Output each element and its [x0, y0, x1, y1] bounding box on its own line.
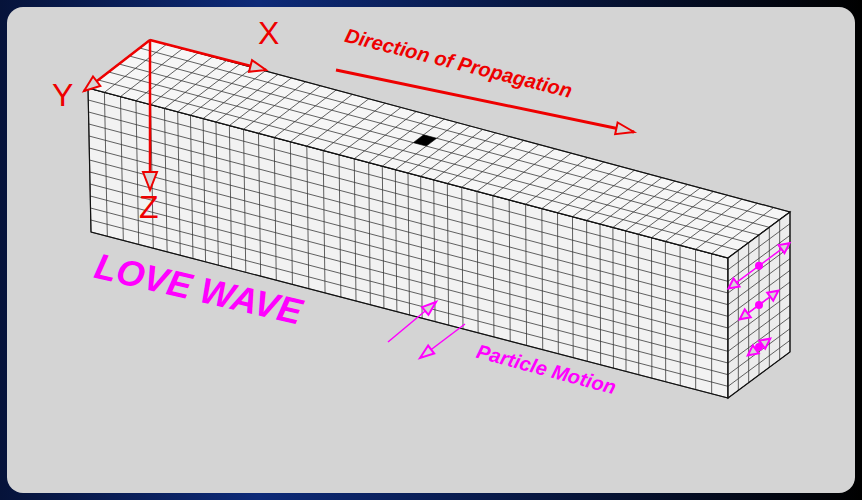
wave-title: LOVE WAVE [91, 246, 306, 332]
grid-line [728, 340, 790, 386]
grid-line [119, 64, 759, 235]
grid-line [728, 270, 790, 316]
arrow-shaft [748, 339, 770, 356]
end-face [728, 212, 790, 398]
end-face-fill [728, 212, 790, 398]
marked-cell [413, 135, 436, 146]
axis-label: X [258, 16, 279, 51]
arrow-shaft [420, 324, 465, 358]
arrow-head [422, 302, 436, 315]
arrow-head [84, 76, 100, 91]
top-face-fill [88, 40, 790, 258]
arrow-head [143, 172, 157, 190]
grid-line [91, 220, 728, 386]
particle-dot [755, 262, 763, 270]
grid-line [728, 305, 790, 351]
arrow-shaft [150, 40, 266, 70]
arrow-head [740, 309, 751, 319]
panel [7, 7, 855, 493]
grid-line [109, 72, 749, 243]
axis-label: Z [139, 190, 159, 225]
motion-label: Particle Motion [474, 340, 618, 398]
arrow-head [728, 278, 739, 288]
arrow-shaft [728, 243, 789, 288]
arrow-head [615, 122, 634, 134]
axes [84, 40, 634, 190]
grid-line [98, 80, 738, 250]
arrow-head [420, 346, 434, 358]
particle-motion-arrows [388, 243, 790, 358]
arrow-shaft [740, 291, 779, 320]
grid-line [129, 56, 769, 227]
particle-dot [755, 343, 763, 351]
grid-line [728, 317, 790, 363]
grid-line [728, 294, 790, 340]
top-face-outline [88, 40, 790, 258]
arrow-shaft [84, 40, 150, 91]
grid-line [728, 247, 790, 293]
top-face [88, 40, 790, 258]
direction-label: Direction of Propagation [343, 24, 575, 102]
grid-line [728, 224, 790, 270]
grid-line [728, 235, 790, 281]
arrow-head [779, 243, 790, 253]
grid-line [728, 329, 790, 375]
particle-dot [755, 301, 763, 309]
axis-label: Y [52, 78, 73, 113]
end-face-outline [728, 212, 790, 398]
arrow-head [249, 60, 266, 72]
arrow-shaft [149, 40, 152, 190]
grid-block [88, 40, 790, 398]
arrow-head [767, 291, 778, 301]
arrow-shaft [388, 302, 436, 342]
grid-line [728, 282, 790, 328]
